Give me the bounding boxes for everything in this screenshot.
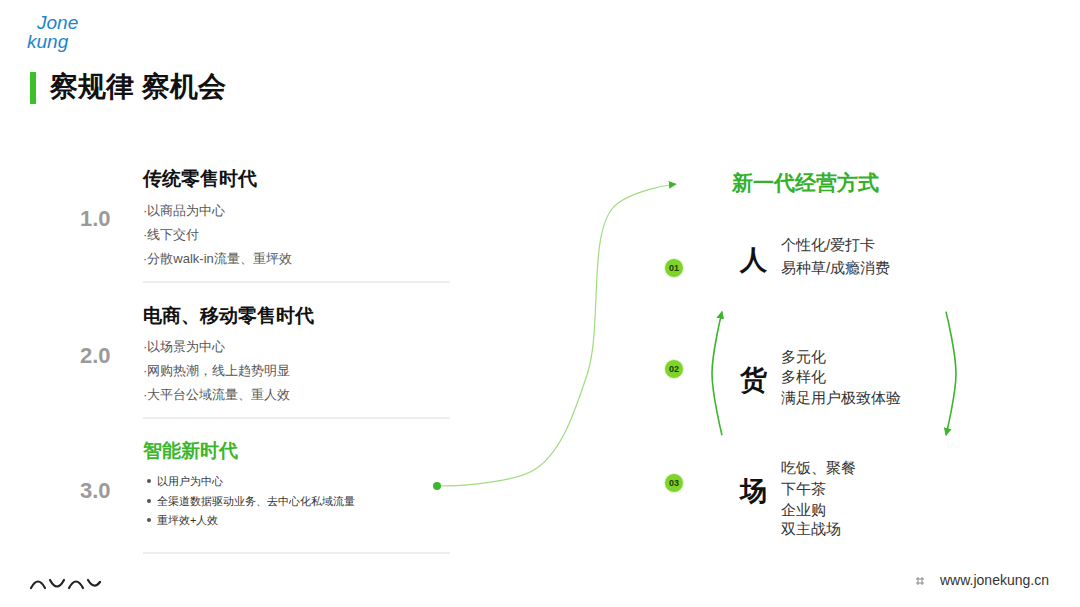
logo-text: kung	[27, 31, 68, 53]
bullet-dot	[147, 499, 151, 503]
step-number: 02	[664, 359, 684, 379]
layer-band: 03场吃饭、聚餐下午茶企业购双主战场	[676, 412, 992, 570]
step-number: 03	[664, 473, 684, 493]
step-number: 01	[664, 258, 684, 278]
era-point: 重坪效+人效	[157, 512, 218, 528]
footer-logo	[31, 580, 100, 588]
era-point: ·线下交付	[143, 226, 199, 244]
band-outline	[676, 320, 992, 445]
era-section: 1.0 传统零售时代 ·以商品为中心 ·线下交付 ·分散walk-in流量、重坪效	[80, 160, 450, 282]
bullet-dot	[147, 479, 151, 483]
era-point: ·以商品为中心	[143, 202, 225, 220]
separator	[143, 418, 450, 419]
layer-point: 双主战场	[781, 519, 841, 539]
era-point: ·以场景为中心	[143, 338, 225, 356]
era-heading: 智能新时代	[143, 439, 238, 463]
start-dot	[433, 482, 441, 490]
layer-point: 企业购	[781, 500, 826, 520]
business-cylinder: 01人个性化/爱打卡易种草/成瘾消费02货多元化多样化满足用户极致体验03场吃饭…	[676, 160, 992, 572]
layer-point: 多元化	[781, 347, 826, 367]
separator	[143, 282, 450, 283]
era-point: 全渠道数据驱动业务、去中心化私域流量	[157, 493, 355, 509]
era-section: 3.0 智能新时代以用户为中心全渠道数据驱动业务、去中心化私域流量重坪效+人效	[80, 430, 437, 553]
layer-name: 场	[740, 475, 767, 507]
connector-group	[946, 312, 956, 436]
slide-title: 察规律 察机会	[50, 70, 226, 104]
flow-arrow	[437, 184, 676, 486]
layer-point: 吃饭、聚餐	[781, 458, 856, 478]
band-outline	[676, 412, 992, 570]
era-number: 2.0	[80, 343, 111, 369]
era-section: 2.0 电商、移动零售时代 ·以场景为中心 ·网购热潮，线上趋势明显 ·大平台公域流量、…	[80, 296, 450, 418]
connector-group	[433, 184, 676, 490]
layer-point: 个性化/爱打卡	[781, 235, 875, 255]
web-icon	[916, 577, 924, 585]
bullet-dot	[147, 518, 151, 522]
flow-arrow	[712, 312, 722, 436]
website-url: www.jonekung.cn	[940, 571, 1049, 589]
layer-point: 易种草/成瘾消费	[781, 258, 890, 278]
layer-point: 下午茶	[781, 479, 826, 499]
era-heading: 电商、移动零售时代	[143, 304, 314, 328]
separator	[143, 553, 450, 554]
layer-band: 02货多元化多样化满足用户极致体验	[676, 320, 992, 445]
era-heading: 传统零售时代	[143, 167, 257, 191]
flow-arrow	[946, 312, 956, 436]
era-number: 1.0	[80, 206, 111, 232]
cylinder-heading: 新一代经营方式	[732, 170, 879, 196]
title-bar	[30, 72, 36, 104]
era-point: 以用户为中心	[157, 473, 223, 489]
era-point: ·大平台公域流量、重人效	[143, 386, 290, 404]
layer-point: 满足用户极致体验	[781, 388, 901, 408]
connector-group	[712, 312, 722, 436]
era-point: ·分散walk-in流量、重坪效	[143, 250, 292, 268]
layer-name: 货	[740, 364, 767, 396]
layer-band: 01人个性化/爱打卡易种草/成瘾消费	[676, 205, 992, 330]
cylinder-shape	[676, 160, 992, 572]
layer-name: 人	[740, 244, 767, 276]
layer-point: 多样化	[781, 367, 826, 387]
era-number: 3.0	[80, 478, 111, 504]
era-point: ·网购热潮，线上趋势明显	[143, 362, 290, 380]
logo-text: Jone	[37, 12, 78, 34]
